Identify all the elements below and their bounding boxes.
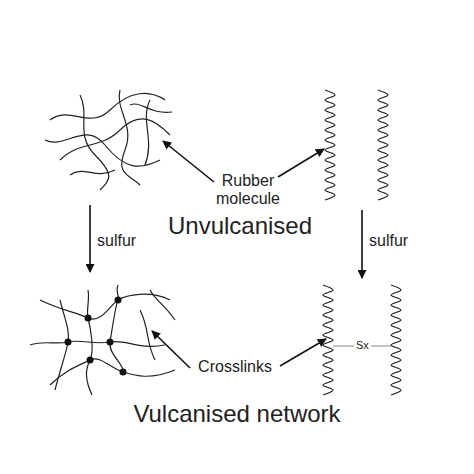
crosslink-dots <box>65 297 127 376</box>
molecule-label: Rubber molecule <box>208 172 288 209</box>
reaction-arrows <box>90 205 362 278</box>
sulfur-bridge-label: Sx <box>354 339 371 352</box>
network-label: Vulcanised network <box>90 400 384 428</box>
reagent-label: sulfur <box>97 232 157 250</box>
crosslink-label: Crosslinks <box>180 358 290 376</box>
rubber-chain <box>325 90 335 200</box>
rubber-chain <box>391 285 401 395</box>
reagent-label: sulfur <box>369 232 429 250</box>
crosslinked-network <box>30 285 175 395</box>
rubber-chain <box>378 90 388 200</box>
state-label: Unvulcanised <box>145 212 335 240</box>
tangled-molecules <box>45 90 172 190</box>
leader-arrows <box>152 141 326 368</box>
